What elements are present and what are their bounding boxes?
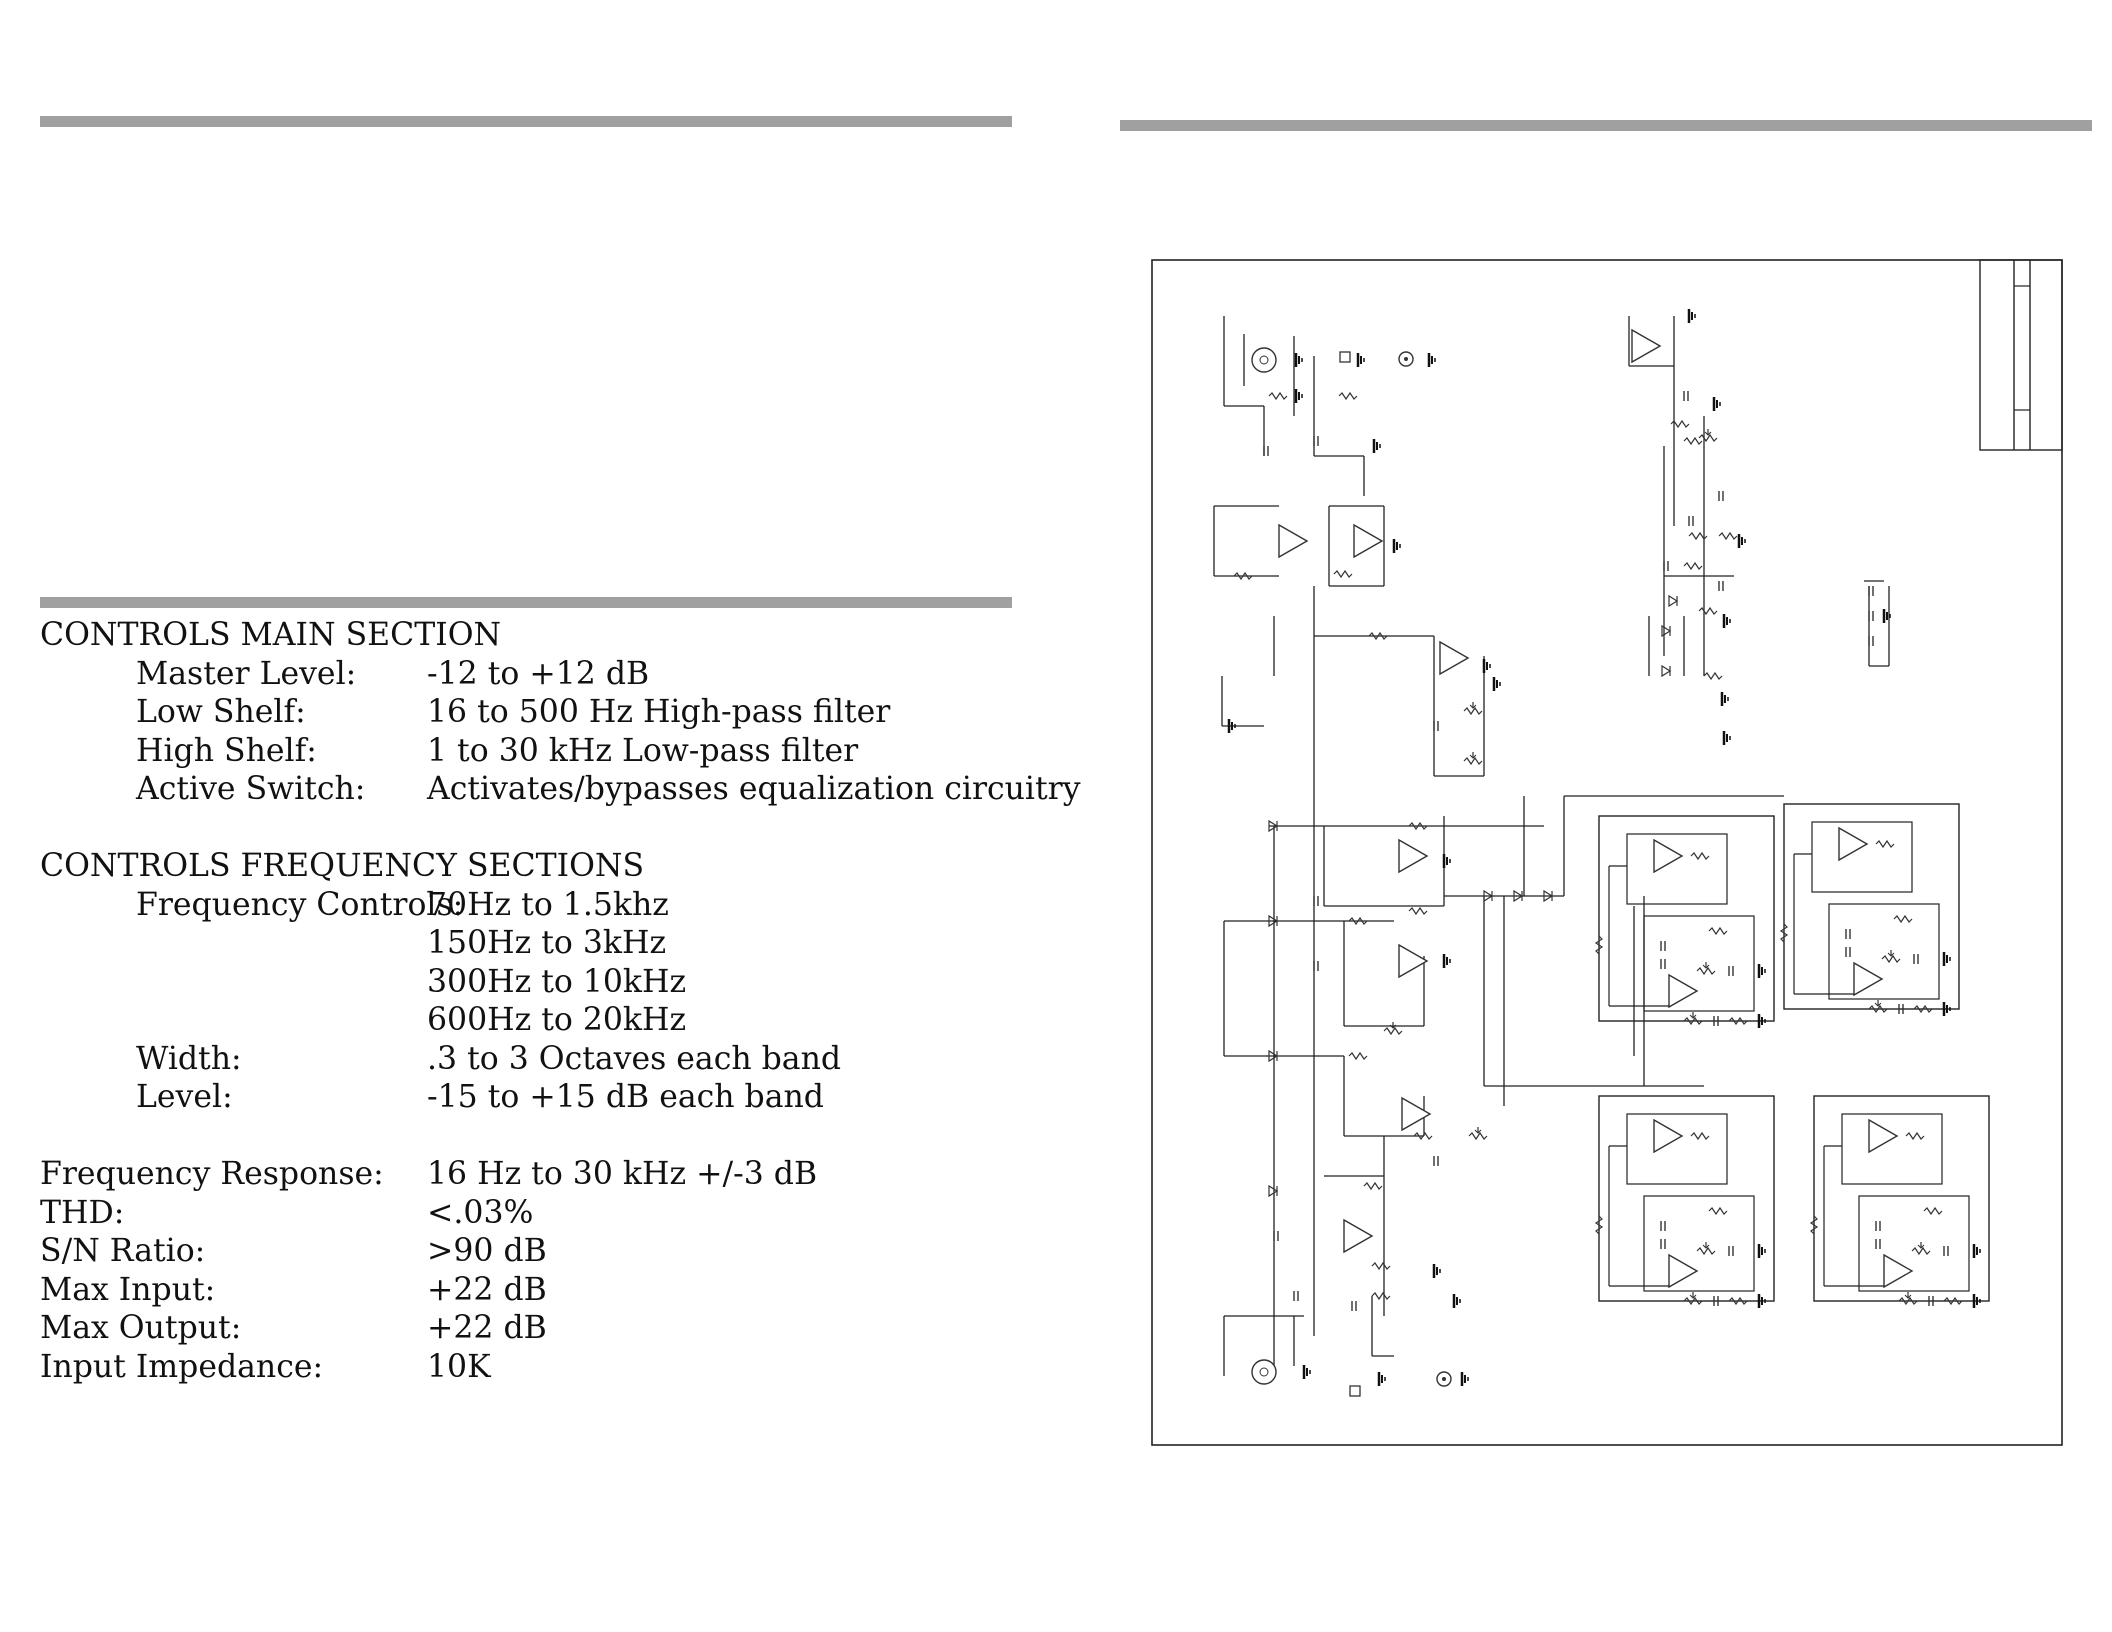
spec-row: THD:<.03% — [40, 1194, 534, 1231]
schematic-diagram — [1151, 259, 2063, 1446]
spec-row: 300Hz to 10kHz — [427, 963, 687, 1000]
left-top-rule — [40, 116, 1012, 127]
spec-row: Input Impedance:10K — [40, 1348, 491, 1385]
spec-row: Master Level:-12 to +12 dB — [136, 655, 650, 692]
section-heading: CONTROLS FREQUENCY SECTIONS — [40, 848, 645, 884]
spec-row: Active Switch:Activates/bypasses equaliz… — [136, 771, 1081, 807]
spec-row: Max Output:+22 dB — [40, 1310, 547, 1346]
spec-row: S/N Ratio:>90 dB — [40, 1233, 547, 1269]
spec-row: Low Shelf:16 to 500 Hz High-pass filter — [136, 694, 891, 730]
spec-row: High Shelf:1 to 30 kHz Low-pass filter — [136, 732, 859, 769]
left-middle-rule — [40, 597, 1012, 608]
spec-row: 600Hz to 20kHz — [427, 1002, 687, 1038]
spec-row: Frequency Controls:70Hz to 1.5khz — [136, 886, 669, 923]
spec-row: Frequency Response:16 Hz to 30 kHz +/-3 … — [40, 1156, 818, 1192]
spec-row: Level:-15 to +15 dB each band — [136, 1079, 824, 1115]
spec-row: Width:.3 to 3 Octaves each band — [136, 1040, 842, 1077]
specifications-text: CONTROLS MAIN SECTION Master Level:-12 t… — [40, 616, 1081, 1386]
section-heading: CONTROLS MAIN SECTION — [40, 617, 502, 653]
spec-row: 150Hz to 3kHz — [427, 925, 667, 961]
spec-row: Max Input:+22 dB — [40, 1271, 547, 1308]
right-top-rule — [1120, 120, 2092, 131]
